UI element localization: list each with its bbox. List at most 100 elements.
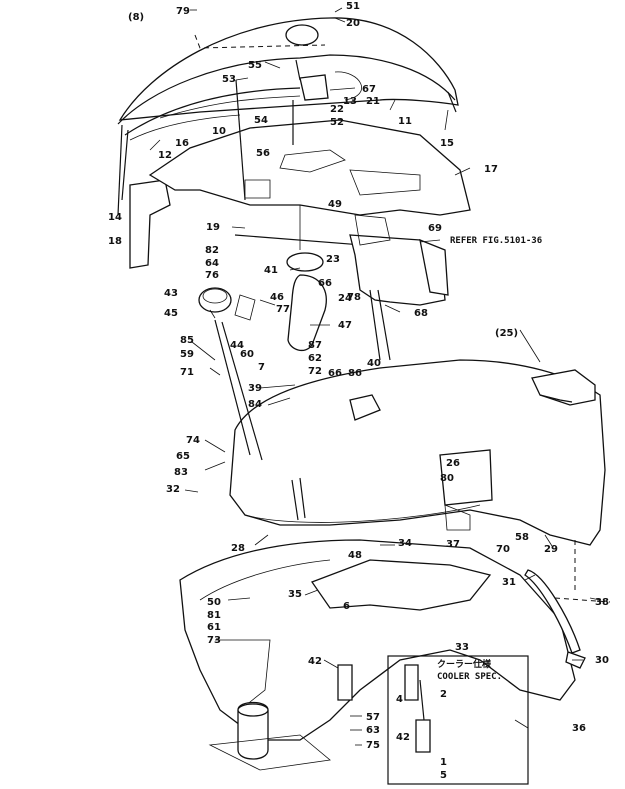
callout-41: 41 [264, 265, 278, 276]
callout-71: 71 [180, 367, 194, 378]
callout-13: 13 [343, 96, 357, 107]
callout-labels: (8) 79 51 20 55 53 67 21 13 22 52 54 56 … [108, 1, 609, 781]
callout-64: 64 [205, 258, 219, 269]
callout-10: 10 [212, 126, 226, 137]
callout-78: 78 [347, 292, 361, 303]
callout-40: 40 [367, 358, 381, 369]
callout-2: 2 [440, 689, 447, 700]
callout-22: 22 [330, 104, 344, 115]
callout-44: 44 [230, 340, 244, 351]
callout-60: 60 [240, 349, 254, 360]
callout-59: 59 [180, 349, 194, 360]
bracket-assembly [349, 214, 449, 361]
callout-5: 5 [440, 770, 447, 781]
callout-73: 73 [207, 635, 221, 646]
callout-38: 38 [595, 597, 609, 608]
callout-56: 56 [256, 148, 270, 159]
callout-33: 33 [455, 642, 469, 653]
callout-19: 19 [206, 222, 220, 233]
hood-cover-8 [117, 17, 459, 216]
callout-80: 80 [440, 473, 454, 484]
callout-4: 4 [396, 694, 403, 705]
callout-72: 72 [308, 366, 322, 377]
callout-84: 84 [248, 399, 262, 410]
callout-24: 24 [338, 293, 352, 304]
cooler-spec-en: COOLER SPEC. [437, 672, 502, 682]
callout-46: 46 [270, 292, 284, 303]
callout-8: (8) [128, 12, 144, 23]
callout-26: 26 [446, 458, 460, 469]
callout-76: 76 [205, 270, 219, 281]
callout-87: 87 [308, 340, 322, 351]
callout-47: 47 [338, 320, 352, 331]
floor-plate-17 [148, 119, 471, 216]
callout-77: 77 [276, 304, 290, 315]
callout-49: 49 [328, 199, 342, 210]
callout-29: 29 [544, 544, 558, 555]
callout-81: 81 [207, 610, 221, 621]
callout-21: 21 [366, 96, 380, 107]
switch-13 [299, 74, 329, 101]
valve-46 [234, 294, 256, 321]
callout-25: (25) [495, 328, 518, 339]
callout-14: 14 [108, 212, 122, 223]
callout-45: 45 [164, 308, 178, 319]
callout-74: 74 [186, 435, 200, 446]
callout-23: 23 [326, 254, 340, 265]
refer-note: REFER FIG.5101-36 [450, 236, 542, 246]
side-panel-18 [129, 179, 171, 269]
callout-36: 36 [572, 723, 586, 734]
callout-37: 37 [446, 539, 460, 550]
callout-30: 30 [595, 655, 609, 666]
callout-39: 39 [248, 383, 262, 394]
callout-35: 35 [288, 589, 302, 600]
callout-18: 18 [108, 236, 122, 247]
callout-65: 65 [176, 451, 190, 462]
callout-82: 82 [205, 245, 219, 256]
callout-75: 75 [366, 740, 380, 751]
callout-48: 48 [348, 550, 362, 561]
callout-54: 54 [254, 115, 268, 126]
callout-52: 52 [330, 117, 344, 128]
callout-85: 85 [180, 335, 194, 346]
callout-62: 62 [308, 353, 322, 364]
callout-12: 12 [158, 150, 172, 161]
callout-63: 63 [366, 725, 380, 736]
callout-7: 7 [258, 362, 265, 373]
tank-body-25 [229, 359, 606, 546]
callout-11: 11 [398, 116, 412, 127]
rod-53 [235, 79, 246, 201]
callout-43: 43 [164, 288, 178, 299]
lower-frame [179, 539, 576, 771]
callout-66b: 66 [328, 368, 342, 379]
callout-58: 58 [515, 532, 529, 543]
callout-42: 42 [308, 656, 322, 667]
callout-28: 28 [231, 543, 245, 554]
callout-66: 66 [318, 278, 332, 289]
callout-83: 83 [174, 467, 188, 478]
stay-42 [337, 664, 353, 701]
callout-69: 69 [428, 223, 442, 234]
callout-6: 6 [343, 601, 350, 612]
callout-15: 15 [440, 138, 454, 149]
callout-16: 16 [175, 138, 189, 149]
callout-1: 1 [440, 757, 447, 768]
callout-32: 32 [166, 484, 180, 495]
callout-79: 79 [176, 6, 190, 17]
callout-53: 53 [222, 74, 236, 85]
callout-42-inset: 42 [396, 732, 410, 743]
callout-55: 55 [248, 60, 262, 71]
callout-51: 51 [346, 1, 360, 12]
callout-31: 31 [502, 577, 516, 588]
callout-57: 57 [366, 712, 380, 723]
callout-34: 34 [398, 538, 412, 549]
grommet-41 [286, 252, 324, 272]
callout-67: 67 [362, 84, 376, 95]
cooler-spec-inset [387, 655, 529, 785]
callout-70: 70 [496, 544, 510, 555]
hose-47 [287, 274, 327, 352]
callout-86: 86 [348, 368, 362, 379]
callout-50: 50 [207, 597, 221, 608]
